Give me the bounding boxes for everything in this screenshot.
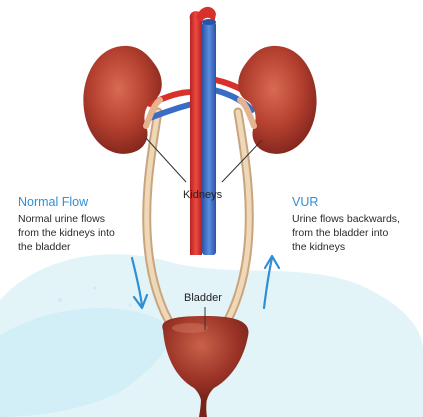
vena-cava xyxy=(202,22,216,255)
vur-line-3: the kidneys xyxy=(292,240,345,254)
normal-flow-line-2: from the kidneys into xyxy=(18,226,115,240)
vur-title: VUR xyxy=(292,195,318,209)
bladder-label: Bladder xyxy=(184,292,222,304)
normal-flow-line-3: the bladder xyxy=(18,240,71,254)
normal-flow-title: Normal Flow xyxy=(18,195,88,209)
kidneys-label: Kidneys xyxy=(183,189,222,201)
aorta xyxy=(190,11,202,255)
great-vessels xyxy=(190,7,216,255)
vur-line-2: from the bladder into xyxy=(292,226,388,240)
normal-flow-line-1: Normal urine flows xyxy=(18,212,105,226)
right-kidney xyxy=(238,46,316,154)
vur-line-1: Urine flows backwards, xyxy=(292,212,400,226)
